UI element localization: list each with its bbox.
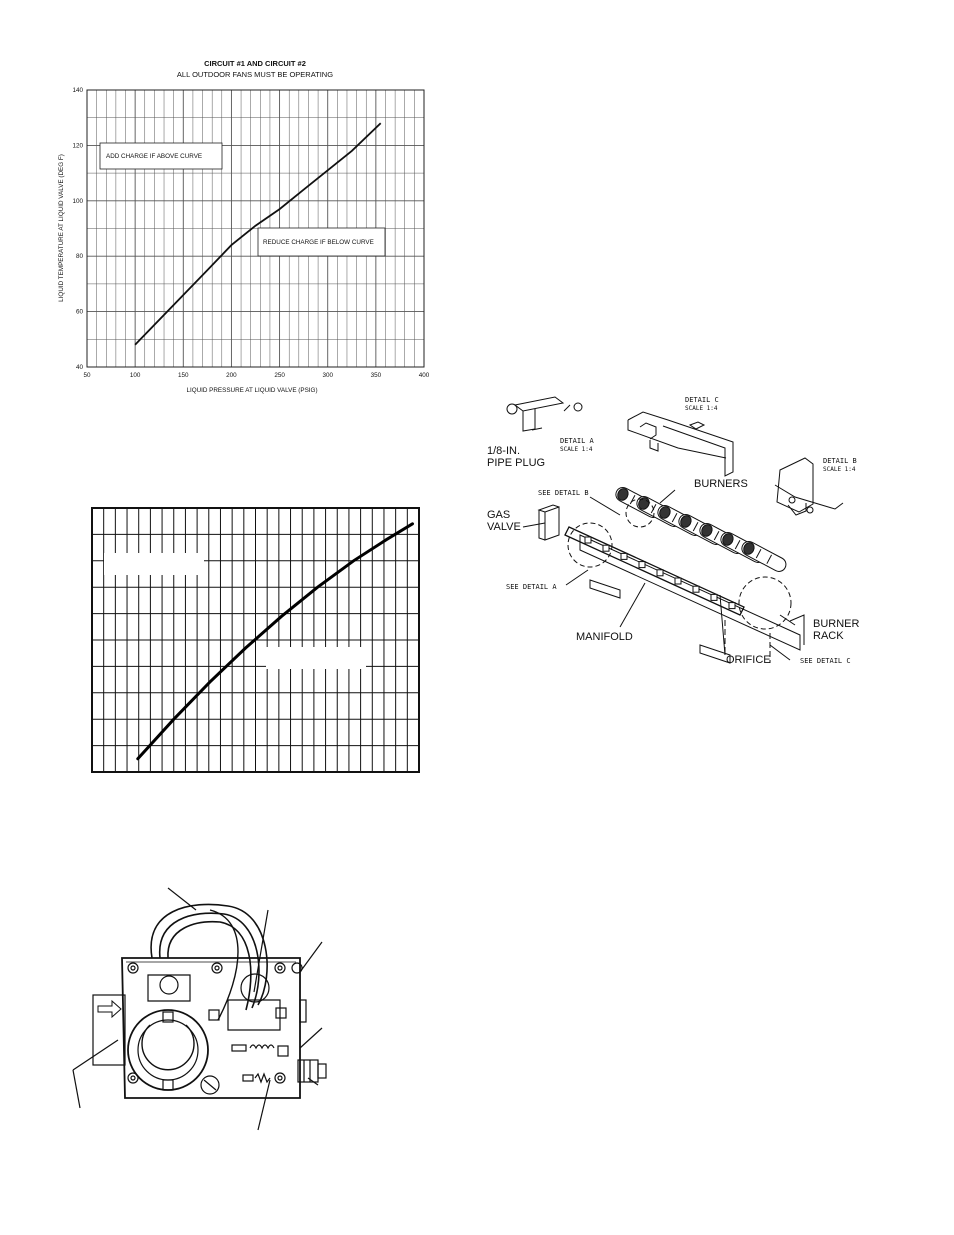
y-tick-label: 100: [72, 198, 83, 205]
chart-2-series-line: [136, 522, 414, 761]
detail-a-drawing: [506, 396, 583, 432]
label-detail-c-scale: SCALE 1:4: [685, 405, 718, 412]
burner-tube: [741, 540, 787, 572]
detail-b-circle: [625, 498, 655, 528]
y-tick-label: 120: [72, 142, 83, 149]
chart-2-plot-border: [91, 507, 420, 773]
detail-a-circle: [567, 522, 613, 568]
label-manifold: MANIFOLD: [576, 631, 633, 643]
burner-assembly-diagram: DETAIL C SCALE 1:4 DETAIL A SCALE 1:4 1/…: [470, 385, 870, 685]
x-tick-label: 300: [322, 372, 333, 379]
annotation-reduce-charge-text: REDUCE CHARGE IF BELOW CURVE: [263, 239, 374, 246]
orifice: [674, 577, 682, 585]
x-tick-label: 200: [226, 372, 237, 379]
label-detail-c: DETAIL C: [685, 396, 719, 404]
chart-2-svg: [91, 507, 420, 773]
chart-1-plot-border: [86, 89, 425, 368]
chart-1: CIRCUIT #1 AND CIRCUIT #2 ALL OUTDOOR FA…: [50, 55, 440, 400]
x-tick-label: 400: [419, 372, 430, 379]
label-pipe-plug-1: 1/8-IN.: [487, 445, 520, 457]
orifice: [620, 552, 628, 560]
label-see-detail-b: SEE DETAIL B: [538, 489, 589, 497]
burner-rack-drawing: [579, 534, 801, 651]
detail-c-circle: [738, 576, 792, 630]
annotation-reduce-charge: REDUCE CHARGE IF BELOW CURVE: [257, 227, 386, 257]
label-see-detail-c: SEE DETAIL C: [800, 657, 851, 665]
label-burner-rack-1: BURNER: [813, 618, 860, 630]
label-detail-a: DETAIL A: [560, 437, 595, 445]
chart-1-xlabel: LIQUID PRESSURE AT LIQUID VALVE (PSIG): [186, 387, 317, 394]
orifice: [728, 602, 736, 610]
x-tick-label: 350: [371, 372, 382, 379]
chart-2-grid: [92, 508, 419, 772]
label-detail-b-scale: SCALE 1:4: [823, 466, 856, 473]
orifice: [710, 593, 718, 601]
detail-b-drawing: [774, 457, 844, 516]
chart-1-svg: CIRCUIT #1 AND CIRCUIT #2 ALL OUTDOOR FA…: [58, 59, 430, 394]
annotation-add-charge-text: ADD CHARGE IF ABOVE CURVE: [106, 153, 202, 160]
burner-tubes: [615, 486, 787, 572]
chart-1-series: [134, 122, 382, 346]
label-gas-valve-1: GAS: [487, 509, 510, 521]
x-tick-label: 50: [83, 372, 91, 379]
orifice: [638, 561, 646, 569]
label-burner-rack-2: RACK: [813, 630, 844, 642]
orifice: [692, 585, 700, 593]
y-tick-label: 80: [76, 253, 84, 260]
y-tick-label: 40: [76, 364, 84, 371]
orifice: [656, 569, 664, 577]
orifice: [602, 544, 610, 552]
y-tick-label: 140: [72, 87, 83, 94]
label-pipe-plug-2: PIPE PLUG: [487, 457, 545, 469]
gas-valve-illustration: [60, 880, 340, 1140]
chart-2-series: [136, 522, 414, 761]
manifold-pipe: [564, 526, 745, 616]
chart-2-blank-box-1: [104, 553, 204, 575]
x-tick-label: 250: [274, 372, 285, 379]
chart-1-ticks: 50 100 150 200 250 300 350 400 40 60 80 100 120 140: [72, 87, 429, 379]
label-orifice: ORIFICE: [726, 654, 771, 666]
chart-2-blank-box-2: [266, 647, 366, 669]
chart-1-series-line: [134, 122, 382, 346]
orifices: [584, 536, 736, 610]
chart-1-title: CIRCUIT #1 AND CIRCUIT #2: [204, 59, 306, 68]
label-detail-a-scale: SCALE 1:4: [560, 446, 593, 453]
label-gas-valve-2: VALVE: [487, 521, 521, 533]
label-detail-b: DETAIL B: [823, 457, 857, 465]
gas-valve-svg: [72, 887, 327, 1131]
burner-assembly-svg: DETAIL C SCALE 1:4 DETAIL A SCALE 1:4 1/…: [487, 396, 860, 666]
gas-valve-box: [537, 504, 560, 541]
chart-1-subtitle: ALL OUTDOOR FANS MUST BE OPERATING: [177, 70, 333, 79]
annotation-add-charge: ADD CHARGE IF ABOVE CURVE: [99, 142, 223, 170]
label-burners: BURNERS: [694, 478, 748, 490]
orifice: [584, 536, 592, 544]
y-tick-label: 60: [76, 309, 84, 316]
label-see-detail-a: SEE DETAIL A: [506, 583, 557, 591]
x-tick-label: 100: [130, 372, 141, 379]
detail-c-drawing: [627, 411, 734, 477]
x-tick-label: 150: [178, 372, 189, 379]
chart-2: [88, 505, 423, 775]
chart-1-ylabel: LIQUID TEMPERATURE AT LIQUID VALVE (DEG …: [58, 154, 65, 302]
